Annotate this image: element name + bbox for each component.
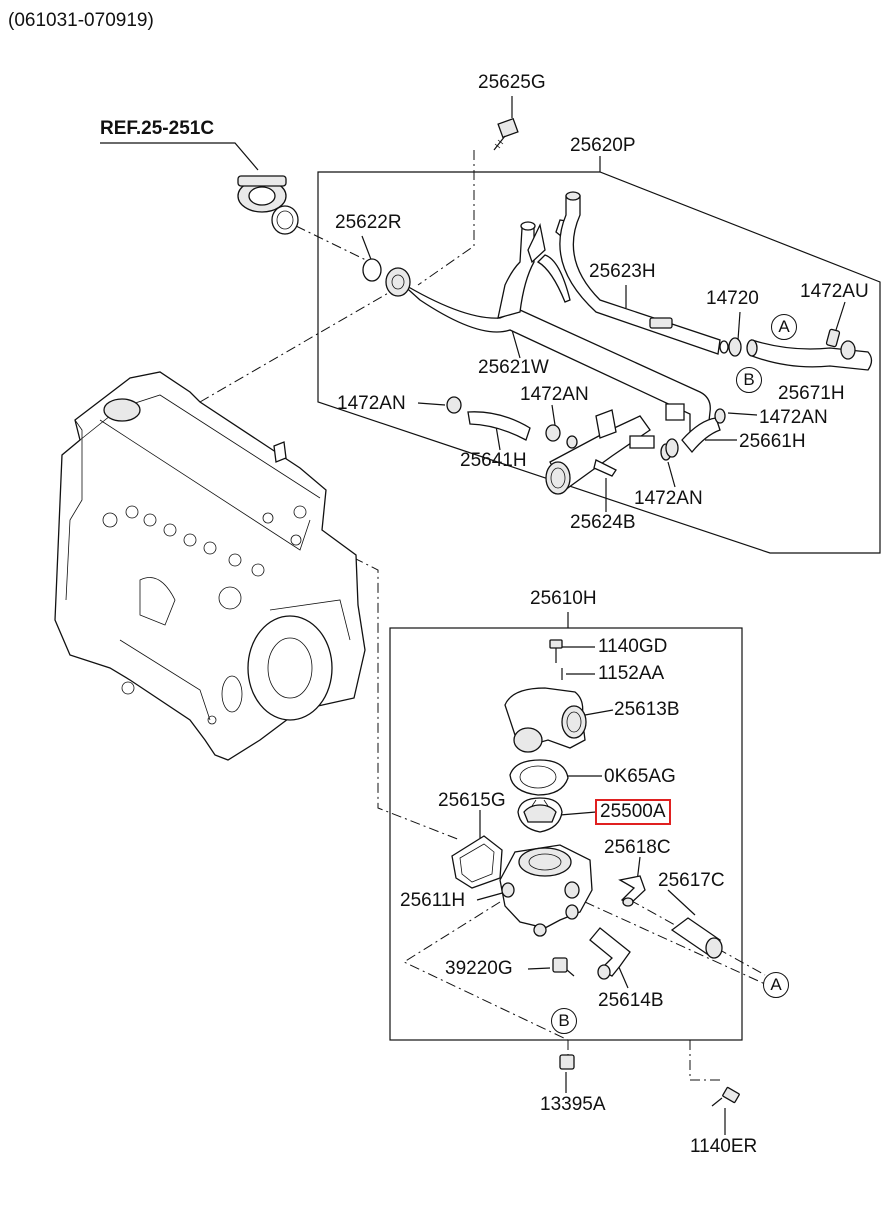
part-label-39220G[interactable]: 39220G [445,958,513,979]
housing-25611H-drawing [499,844,593,937]
thermostat-25500A-drawing [517,797,563,833]
hose-25614B-drawing [589,927,631,980]
part-label-25624B[interactable]: 25624B [570,512,636,533]
bolt-1140GD-drawing [549,639,563,663]
hose-25617C-drawing [670,917,723,959]
housing-25613B-drawing [504,687,587,753]
part-label-1140ER[interactable]: 1140ER [690,1136,758,1157]
part-label-25621W[interactable]: 25621W [478,357,549,378]
part-label-25671H[interactable]: 25671H [778,383,845,404]
hose-25661H-drawing [681,417,721,454]
part-label-25610H[interactable]: 25610H [530,588,597,609]
part-label-25611H[interactable]: 25611H [400,890,466,911]
clamp-1472AN-a-drawing [446,396,462,414]
part-label-25641H[interactable]: 25641H [460,450,527,471]
hose-25641H-drawing [467,411,531,441]
part-label-25500A-highlighted[interactable]: 25500A [595,799,671,825]
part-label-25614B[interactable]: 25614B [598,990,664,1011]
clamp-14720-drawing [719,337,742,357]
part-label-0K65AG[interactable]: 0K65AG [604,766,676,787]
part-label-1140GD[interactable]: 1140GD [598,636,668,657]
hose-25671H-drawing [751,339,873,371]
part-label-13395A[interactable]: 13395A [540,1094,606,1115]
nut-13395A-drawing [559,1054,575,1070]
engine-block-drawing [54,371,366,761]
part-label-1152AA[interactable]: 1152AA [598,663,665,684]
part-label-25623H[interactable]: 25623H [589,261,656,282]
part-label-25613B[interactable]: 25613B [614,699,680,720]
clamp-1472AN-b-drawing [545,424,561,442]
callout-b-lower[interactable]: B [551,1008,577,1034]
pipe-25618C-drawing [618,875,646,907]
part-label-14720[interactable]: 14720 [706,288,759,309]
part-label-1472AN-mid[interactable]: 1472AN [520,384,589,405]
bolt-25625G-drawing [493,117,519,151]
bolt-1140ER-drawing [711,1086,740,1107]
part-label-1472AN-bottom[interactable]: 1472AN [634,488,703,509]
part-label-25625G[interactable]: 25625G [478,72,546,93]
part-label-25622R[interactable]: 25622R [335,212,402,233]
callout-a-upper[interactable]: A [771,314,797,340]
callout-a-lower[interactable]: A [763,972,789,998]
ref-housing-drawing [237,175,299,235]
part-label-1472AN-right[interactable]: 1472AN [759,407,828,428]
reference-label[interactable]: REF.25-251C [100,118,215,139]
lower-kit-frame [389,627,743,1041]
gasket-25615G-drawing [451,835,503,889]
callout-b-upper[interactable]: B [736,367,762,393]
part-label-1472AN-left[interactable]: 1472AN [337,393,406,414]
sensor-39220G-drawing [552,957,575,977]
part-label-1472AU[interactable]: 1472AU [800,281,869,302]
part-label-25620P[interactable]: 25620P [570,135,636,156]
part-label-25615G[interactable]: 25615G [438,790,506,811]
part-label-25618C[interactable]: 25618C [604,837,671,858]
hose-25623H-drawing [559,195,721,355]
part-label-25661H[interactable]: 25661H [739,431,806,452]
date-range: (061031-070919) [8,10,154,31]
oring-25622R-drawing [362,258,382,282]
gasket-0K65AG-drawing [509,759,569,796]
part-label-25617C[interactable]: 25617C [658,870,725,891]
